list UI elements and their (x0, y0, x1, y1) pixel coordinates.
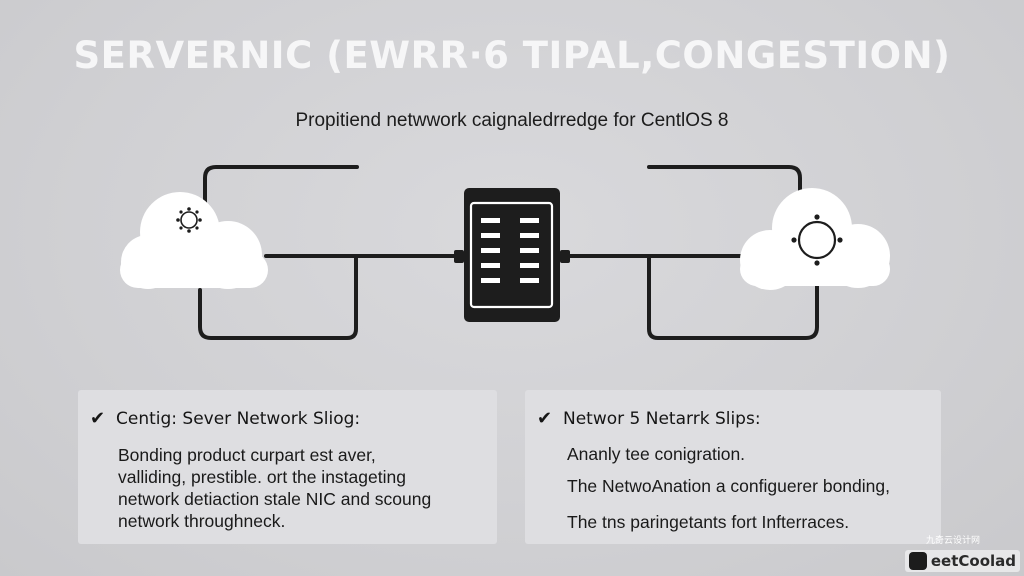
card-text-line: valliding, prestible. ort the instagetin… (118, 467, 406, 487)
card-heading: ✔ Networ 5 Netarrk Slips: (537, 408, 941, 429)
left-upper-link (203, 165, 359, 210)
watermark-text: eetCoolad (930, 552, 1016, 570)
server-switch-icon (454, 188, 570, 322)
card-text-line: Bonding product curpart est aver, (118, 445, 376, 465)
right-lower-link (647, 255, 819, 340)
connector-lines (198, 165, 819, 340)
cloud-right (740, 188, 890, 290)
card-heading: ✔ Centig: Sever Network Sliog: (90, 408, 497, 429)
right-upper-link (647, 165, 802, 196)
diagram-title: SERVERNIC (EWRR·6 TIPAL,CONGESTION) (73, 34, 951, 77)
info-card-server-network: ✔ Centig: Sever Network Sliog: Bonding p… (78, 390, 497, 544)
card-text-line: Ananly tee conigration. (567, 444, 746, 464)
diagram-subtitle: Propitiend netwwork caignaledrredge for … (295, 110, 729, 131)
target-icon (791, 214, 843, 266)
card-text-line: The tns paringetants fort Infterraces. (567, 512, 850, 532)
gear-icon (176, 207, 202, 233)
watermark: eetCoolad (904, 550, 1020, 572)
cloud-left (120, 192, 268, 289)
checkmark-icon: ✔ (537, 408, 553, 429)
card-text-line: network throughneck. (118, 511, 286, 531)
checkmark-icon: ✔ (90, 408, 106, 429)
watermark-caption: 九奇云设计网 (925, 535, 980, 545)
card-text-line: network detiaction stale NIC and scoung (118, 489, 432, 509)
card-text-line: The NetwoAnation a configuerer bonding, (567, 476, 890, 496)
watermark-logo-icon (908, 552, 927, 570)
info-card-network-steps: ✔ Networ 5 Netarrk Slips: Ananly tee con… (525, 390, 941, 544)
card-heading-text: Centig: Sever Network Sliog: (116, 408, 361, 429)
card-heading-text: Networ 5 Netarrk Slips: (563, 408, 761, 429)
left-lower-link (198, 255, 358, 340)
